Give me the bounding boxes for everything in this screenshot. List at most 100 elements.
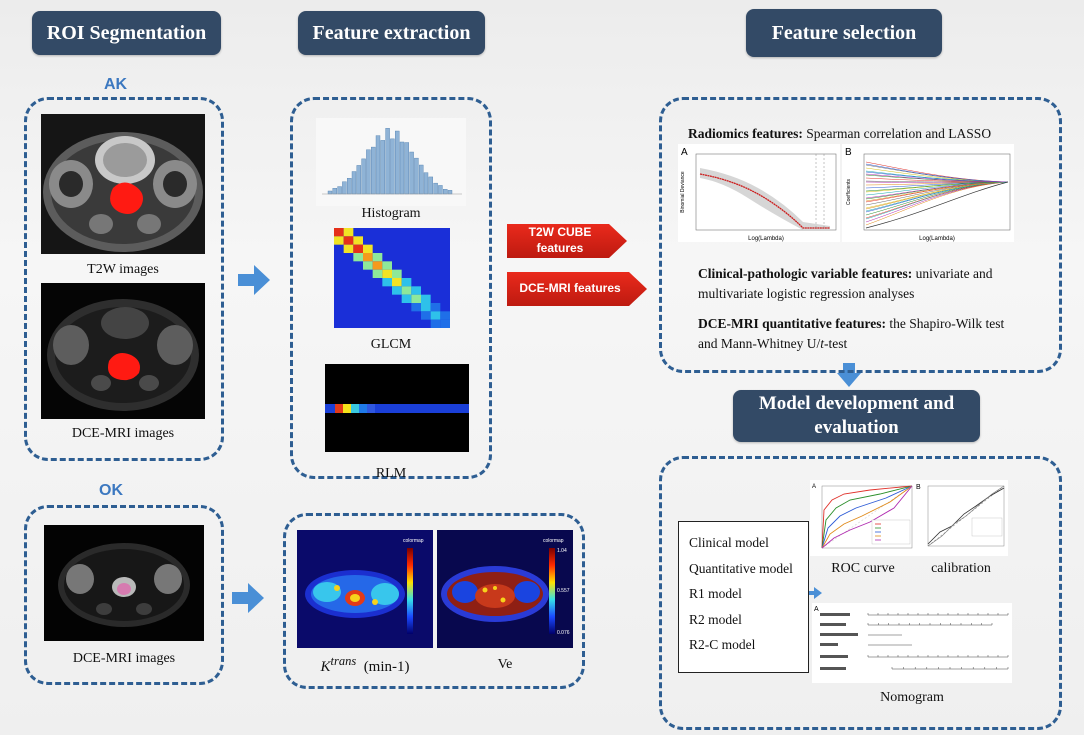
lasso-a-xlabel: Log(Lambda) [748,236,784,242]
glcm-cell [401,278,412,287]
histogram-bar [375,135,381,195]
dce-mri-image-ok [44,525,204,641]
dce-quant-method-part1: the Shapiro-Wilk test and Mann-Whitney U… [698,316,1005,351]
calibration-plot: B [914,480,1008,556]
radiomics-features-title: Radiomics features: [688,126,803,141]
ve-scale-mid: 0.557 [557,588,570,594]
dce-quant-features-title: DCE-MRI quantitative features: [698,316,886,331]
ktrans-unit: (min-1) [363,659,410,675]
histogram-caption: Histogram [361,206,421,221]
histogram-bar [390,138,395,195]
roc-caption: ROC curve [831,561,895,576]
dce-quant-method-part2: -test [823,336,848,351]
calibration-panel-b-label: B [916,484,921,491]
arrow-selection-to-model [837,363,861,387]
roi-ak-box [24,97,224,461]
histogram-bar [380,140,386,195]
glcm-cell [392,278,402,287]
glcm-cell [430,311,441,320]
glcm-cell [334,236,344,245]
ve-map: colormap 1.04 0.557 0.076 [437,530,573,648]
glcm-cell [392,269,402,278]
histogram-bar [356,165,361,195]
rlm-caption: RLM [375,466,407,481]
clinical-features-method: univariate and multivariate logistic reg… [698,266,993,301]
glcm-cell [363,244,373,253]
glcm-cell [343,228,354,237]
lasso-b-xlabel: Log(Lambda) [919,236,955,242]
glcm-cell [430,303,441,312]
ktrans-colormap-label: colormap [403,538,424,544]
glcm-cell [401,286,412,295]
feature-selection-header: Feature selection [746,9,942,57]
histogram-bar [342,181,347,195]
histogram-plot [316,118,466,206]
histogram-bar [366,149,371,195]
roi-ok-box [24,505,224,685]
lasso-panel-b-label: B [845,147,852,158]
dce-quant-features-text: DCE-MRI quantitative features: the Shapi… [698,314,1018,354]
model-item-r2c: R2-C model [689,637,756,652]
feature-extraction-header: Feature extraction [298,11,485,55]
dce-quant-method-t: t [820,336,824,351]
glcm-cell [353,236,363,245]
dce-mri-image-ak [41,283,205,419]
coefficient-path [865,181,1009,202]
coefficient-path [865,173,1009,183]
ktrans-caption: Ktrans (min-1) [297,654,433,676]
glcm-cell [334,228,344,237]
histogram-bar [361,158,366,195]
lasso-coefficient-plot: B Log(Lambda) Coefficients [842,144,1014,242]
arrow-roi-to-extraction-ak [238,265,270,295]
glcm-cell [382,278,392,287]
histogram-bar [351,171,357,195]
histogram-bar [337,186,342,195]
glcm-cell [411,294,421,303]
glcm-cell [421,303,431,312]
glcm-cell [401,294,412,303]
perfusion-maps-box [283,513,585,689]
t2w-cube-features-arrow: T2W CUBE features [507,224,627,258]
lasso-a-ylabel: Binomial Deviance [680,171,686,213]
clinical-features-text: Clinical-pathologic variable features: u… [698,264,1028,304]
coefficient-path [865,181,1009,219]
coefficient-path [865,181,1009,212]
roc-curve-plot: A [810,480,916,556]
histogram-bar [447,190,453,195]
t2w-mri-image [41,114,205,254]
glcm-cell [382,261,392,270]
histogram-bar [347,178,352,195]
glcm-cell [343,244,354,253]
histogram-bar [433,182,438,195]
glcm-cell [411,286,421,295]
glcm-cell [353,253,363,262]
roc-panel-a-label: A [812,484,816,490]
glcm-cell [421,311,431,320]
glcm-matrix [334,228,450,328]
ktrans-symbol: K [320,659,331,675]
roi-segmentation-header: ROI Segmentation [32,11,221,55]
histogram-bar [414,157,419,195]
calibration-caption: calibration [931,561,991,576]
model-item-quantitative: Quantitative model [689,560,793,576]
histogram-bar [332,188,337,195]
glcm-cell [440,319,450,328]
glcm-cell [363,253,373,262]
histogram-bar [442,189,448,195]
coefficient-path [865,181,1009,192]
ve-colormap-label: colormap [543,538,564,544]
dce-mri-features-arrow: DCE-MRI features [507,272,647,306]
histogram-bar [438,185,443,195]
ve-scale-bottom: 0.076 [557,630,570,636]
arrow-roi-to-extraction-ok [232,583,264,613]
ok-group-label: OK [99,482,123,499]
glcm-cell [353,244,363,253]
nomogram-caption: Nomogram [880,690,944,705]
glcm-cell [372,269,383,278]
nomogram-panel-a-label: A [814,606,819,613]
model-evaluation-box [659,456,1062,730]
histogram-bar [399,141,405,195]
feature-selection-box [659,97,1062,373]
t2w-caption: T2W images [87,262,159,277]
histogram-bar [371,146,376,195]
